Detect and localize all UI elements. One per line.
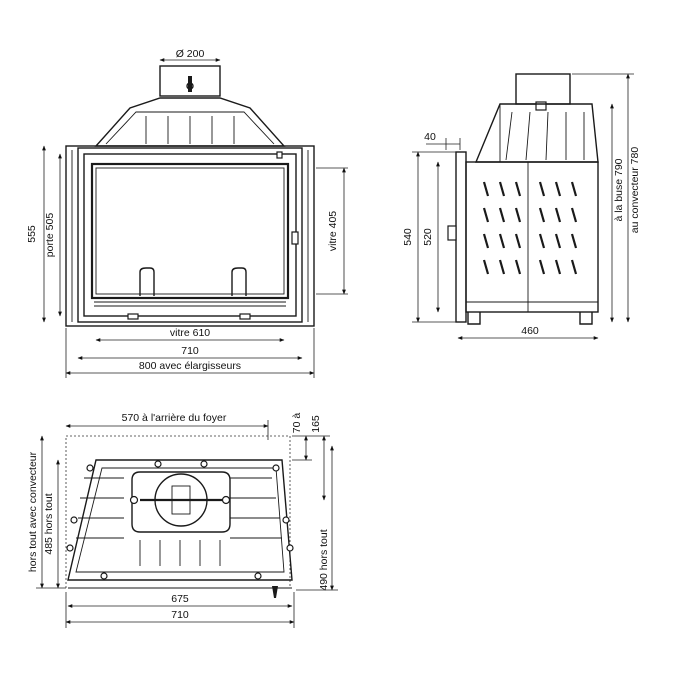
top-handle-marker [272, 586, 278, 598]
flue-damper-knob [186, 82, 194, 90]
door-top-latch [276, 151, 283, 159]
air-slider-left [127, 313, 139, 320]
top-ribs [76, 477, 282, 566]
offset-165-label: 165 [310, 415, 322, 433]
top-body-inner [75, 467, 285, 573]
side-front-plate [455, 151, 467, 323]
side-hood [474, 103, 599, 163]
side-convection-fins [482, 181, 578, 275]
offset-70-label: 70 à [291, 413, 303, 434]
smoke-hood-inner [105, 111, 275, 145]
door-handle [291, 231, 299, 245]
flue-diameter-label: Ø 200 [176, 48, 205, 60]
height-555-label: 555 [26, 225, 38, 243]
width-710-label: 710 [181, 345, 199, 357]
depth-570-label: 570 à l'arrière du foyer [122, 412, 227, 424]
front-view: Ø 200 555 por [26, 48, 348, 378]
depth-convector-label: hors tout avec convecteur [27, 451, 39, 572]
left-andiron [139, 267, 155, 296]
depth-460-label: 460 [521, 325, 539, 337]
air-slider-right [239, 313, 251, 320]
side-front-foot [467, 312, 481, 325]
glass-height-label: vitre 405 [327, 211, 339, 251]
side-rear-foot [579, 312, 593, 325]
side-flue-collar [515, 73, 571, 105]
depth-485-label: 485 hors tout [43, 493, 55, 554]
flue-damper-handle [188, 76, 192, 92]
front-extender-frame [65, 145, 315, 327]
right-andiron [231, 267, 247, 296]
height-780-label: au convecteur 780 [629, 147, 641, 234]
door-height-label: porte 505 [44, 213, 56, 258]
front-glass-inner [95, 167, 285, 295]
top-dashed-outline [65, 435, 291, 589]
width-710-top-label: 710 [171, 609, 189, 621]
top-rod-end-left [129, 495, 139, 505]
front-door [83, 153, 297, 317]
height-790-label: à la buse 790 [613, 158, 625, 221]
top-flue-plate [131, 471, 231, 533]
width-675-label: 675 [171, 593, 189, 605]
height-520-label: 520 [422, 228, 434, 246]
side-body [465, 161, 599, 313]
flue-collar [159, 65, 221, 97]
top-body-outline [67, 459, 293, 581]
top-view: 570 à l'arrière du foyer 70 à 165 hors t… [27, 412, 338, 628]
top-rod-end-right [221, 495, 231, 505]
hood-ribs [145, 116, 235, 144]
side-view: 40 540 520 460 à la buse 790 au convecte… [402, 73, 641, 340]
side-flue-tab [535, 101, 547, 111]
width-800-label: 800 avec élargisseurs [139, 360, 241, 372]
depth-490-label: 490 hors tout [318, 529, 330, 590]
glass-width-label: vitre 610 [170, 327, 210, 339]
height-540-label: 540 [402, 228, 414, 246]
front-body [77, 147, 303, 323]
side-door-handle [447, 225, 457, 241]
side-hood-ribs [505, 111, 585, 161]
offset-40-label: 40 [424, 131, 436, 143]
front-glass [90, 162, 290, 300]
top-lugs [66, 460, 294, 580]
